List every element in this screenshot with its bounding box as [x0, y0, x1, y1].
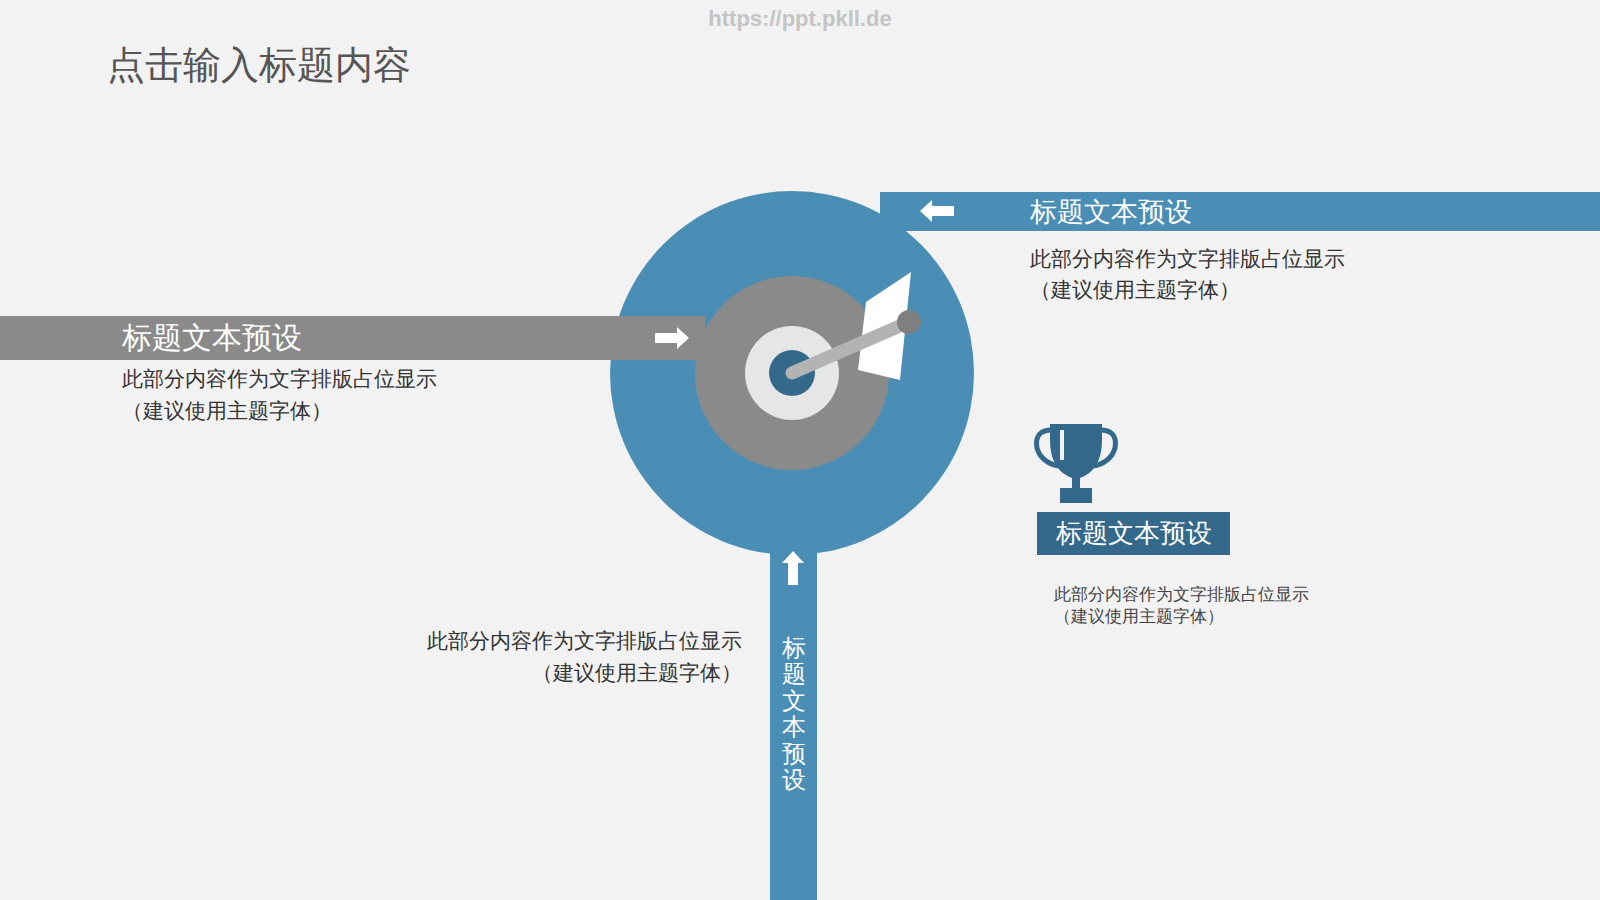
text-line: 标题文本预设	[1030, 192, 1192, 231]
trophy-handle	[1037, 430, 1058, 466]
body-text: 此部分内容作为文字排版占位显示 （建议使用主题字体）	[1054, 583, 1309, 627]
outer-circle	[610, 191, 974, 555]
arrow-shape	[920, 200, 954, 222]
title-band: 标题文本预设此部分内容作为文字排版占位显示 （建议使用主题字体）	[880, 192, 1600, 231]
trophy-icon	[1037, 424, 1116, 503]
body-text: 此部分内容作为文字排版占位显示 （建议使用主题字体）	[122, 363, 437, 427]
text-line: 标题文本预设	[1056, 512, 1212, 555]
band-heading: 标题文本预设	[122, 316, 302, 360]
dart-shaft	[792, 322, 909, 373]
watermark: https://ppt.pkll.de	[708, 6, 891, 32]
slide-title: 点击输入标题内容	[107, 40, 411, 91]
title-band: 标题文本预设此部分内容作为文字排版占位显示 （建议使用主题字体）	[770, 545, 817, 900]
band-heading: 标题文本预设	[782, 635, 806, 793]
arrow-shape	[655, 327, 689, 349]
band-heading: 标题文本预设	[1030, 192, 1192, 231]
text-line: 此部分内容作为文字排版占位显示	[1030, 244, 1345, 275]
trophy-highlight	[1060, 430, 1064, 460]
text-line: 标题文本预设	[122, 316, 302, 360]
dart-knob	[897, 310, 921, 334]
direction-arrow	[920, 200, 954, 222]
text-line: （建议使用主题字体）	[122, 395, 437, 427]
band-heading: 标题文本预设	[1056, 512, 1212, 555]
arrow-shape	[782, 551, 804, 585]
text-line: 此部分内容作为文字排版占位显示	[1054, 583, 1309, 605]
trophy-handle	[1094, 430, 1115, 466]
body-text: 此部分内容作为文字排版占位显示 （建议使用主题字体）	[1030, 244, 1345, 306]
text-line: （建议使用主题字体）	[1054, 605, 1309, 627]
text-line: 此部分内容作为文字排版占位显示	[122, 363, 437, 395]
text-line: 此部分内容作为文字排版占位显示	[427, 625, 742, 657]
text-line: （建议使用主题字体）	[1030, 275, 1345, 306]
body-text: 此部分内容作为文字排版占位显示 （建议使用主题字体）	[427, 625, 742, 689]
title-box: 标题文本预设此部分内容作为文字排版占位显示 （建议使用主题字体）	[1037, 512, 1230, 555]
direction-arrow	[782, 551, 804, 585]
text-line: （建议使用主题字体）	[427, 657, 742, 689]
direction-arrow	[655, 327, 689, 349]
title-band: 标题文本预设此部分内容作为文字排版占位显示 （建议使用主题字体）	[0, 316, 705, 360]
